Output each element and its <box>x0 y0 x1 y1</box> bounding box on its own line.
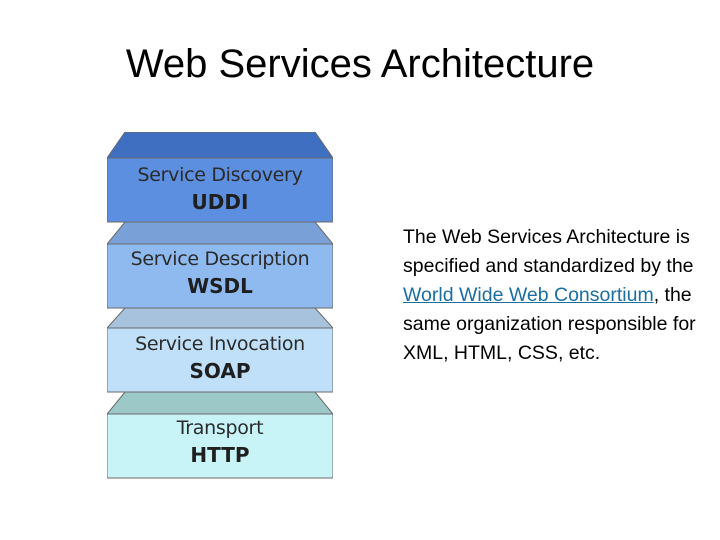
layer-3-cap <box>107 307 333 329</box>
layer-name: Service Description <box>130 248 310 270</box>
description-before: The Web Services Architecture is specifi… <box>403 226 694 277</box>
layer-4-cap <box>107 391 333 415</box>
layer-2-body <box>107 243 333 309</box>
w3c-link[interactable]: World Wide Web Consortium <box>403 284 654 306</box>
layer-transport: Transport HTTP <box>107 417 333 467</box>
protocol-stack-diagram: Service Discovery UDDI Service Descripti… <box>107 132 333 480</box>
layer-protocol: UDDI <box>191 190 249 214</box>
layer-2-cap <box>107 221 333 245</box>
description-after: , the same organization responsible for … <box>403 284 696 364</box>
layer-name: Service Discovery <box>137 164 303 186</box>
layer-service-discovery: Service Discovery UDDI <box>107 164 333 214</box>
layer-protocol: SOAP <box>189 359 251 383</box>
layer-name: Service Invocation <box>135 333 305 355</box>
description-text: The Web Services Architecture is specifi… <box>403 223 703 368</box>
layer-name: Transport <box>176 417 264 439</box>
layer-4-body <box>107 413 333 479</box>
layer-protocol: WSDL <box>187 274 253 298</box>
layer-service-invocation: Service Invocation SOAP <box>107 333 333 383</box>
layer-protocol: HTTP <box>190 443 250 467</box>
layer-service-description: Service Description WSDL <box>107 248 333 298</box>
stack-shapes <box>107 132 333 479</box>
description-paragraph: The Web Services Architecture is specifi… <box>403 223 703 368</box>
layer-1-cap <box>107 132 333 159</box>
slide-title: Web Services Architecture <box>125 42 595 86</box>
layer-1-body <box>107 157 333 223</box>
